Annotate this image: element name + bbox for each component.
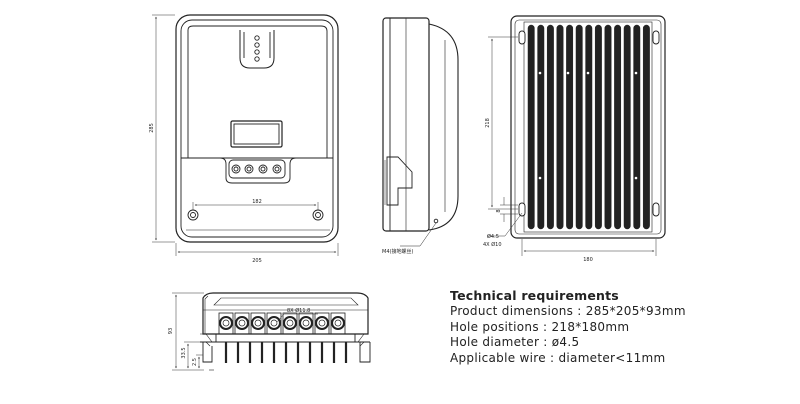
heatsink-fin xyxy=(566,24,574,230)
fin-dot xyxy=(586,71,590,75)
tech-line-holes: Hole positions : 218*180mm xyxy=(450,319,630,334)
led-indicator-icon xyxy=(254,35,260,62)
technical-requirements: Technical requirements Product dimension… xyxy=(450,288,780,366)
terminal xyxy=(250,312,266,335)
side-screw-label: M4(接地螺丝) xyxy=(382,248,413,255)
tech-line-dimensions: Product dimensions : 285*205*93mm xyxy=(450,304,686,318)
heatsink-fin xyxy=(527,24,535,230)
heatsink-fin xyxy=(633,24,641,230)
bottom-h2-label: 2.5 xyxy=(192,358,198,366)
bottom-h1-label: 33.5 xyxy=(181,347,187,358)
bottom-view xyxy=(200,292,371,371)
heatsink-fin xyxy=(604,24,612,230)
back-small-label: 8 xyxy=(496,209,502,212)
back-hole-height-label: 218 xyxy=(485,118,491,128)
back-width-label: 180 xyxy=(583,257,593,263)
front-height-label: 285 xyxy=(149,123,155,133)
fin-dot xyxy=(538,71,542,75)
side-view xyxy=(382,17,459,247)
fin-dot xyxy=(538,176,542,180)
terminal xyxy=(282,312,298,335)
heatsink-fin xyxy=(594,24,602,230)
front-width-label: 205 xyxy=(252,258,262,264)
heatsink-fin xyxy=(614,24,622,230)
fin-dot xyxy=(634,71,638,75)
fin-dot xyxy=(634,176,638,180)
heatsink-fin xyxy=(556,24,564,230)
heatsink-fin xyxy=(585,24,593,230)
heatsink-fin xyxy=(546,24,554,230)
back-fins xyxy=(527,24,650,230)
mounting-hole-icon xyxy=(518,30,660,217)
terminal xyxy=(330,312,346,335)
terminal xyxy=(218,312,234,335)
heatsink-fin xyxy=(537,24,545,230)
back-view xyxy=(510,15,666,239)
terminal xyxy=(314,312,330,335)
front-view xyxy=(175,14,339,243)
bottom-terminal-label: 8X Ø11.8 xyxy=(287,307,310,314)
bottom-height-label: 93 xyxy=(168,328,174,334)
front-hole-spacing-label: 182 xyxy=(252,199,262,205)
terminal xyxy=(266,312,282,335)
mounting-hole-icon xyxy=(187,209,324,221)
back-hole-slot-label: 4X Ø10 xyxy=(483,241,502,248)
terminal xyxy=(298,312,314,335)
back-hole-dia-label: Ø4.5 xyxy=(487,233,499,240)
heatsink-fin xyxy=(642,24,650,230)
bottom-fins xyxy=(224,342,348,363)
fin-dot xyxy=(566,71,570,75)
heatsink-fin xyxy=(575,24,583,230)
tech-line-wire: Applicable wire : diameter<11mm xyxy=(450,350,666,365)
tech-title: Technical requirements xyxy=(450,288,619,303)
tech-line-diameter: Hole diameter : ø4.5 xyxy=(450,335,580,349)
button-icon xyxy=(231,164,282,174)
terminal xyxy=(234,312,250,335)
heatsink-fin xyxy=(623,24,631,230)
terminal-icon xyxy=(218,312,346,335)
